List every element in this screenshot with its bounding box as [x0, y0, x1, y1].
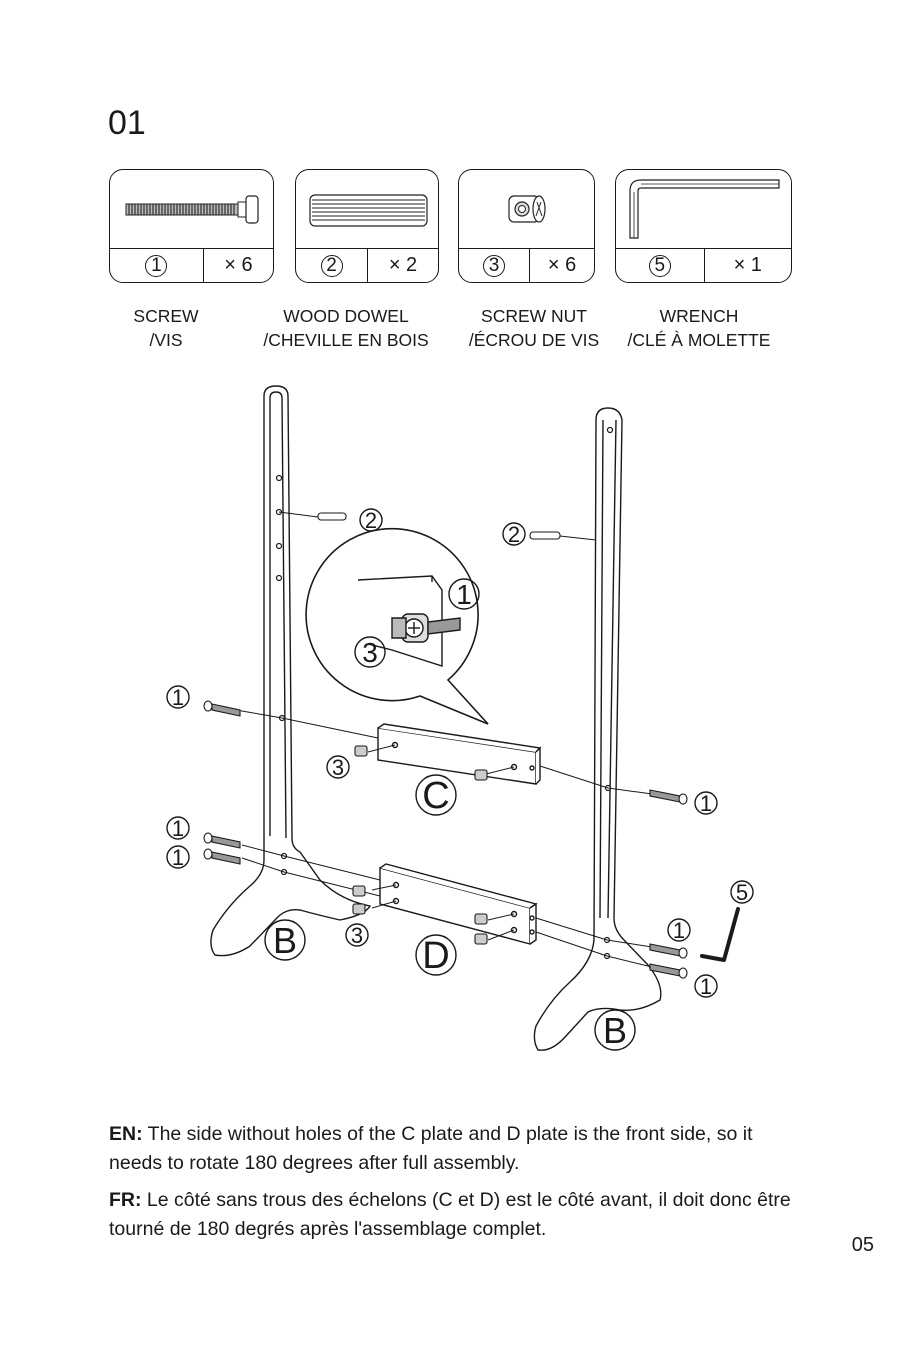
part-id-badge: 2: [320, 254, 343, 277]
panel-hole: [275, 542, 283, 550]
part-label-wood-dowel: WOOD DOWEL /CHEVILLE EN BOIS: [263, 304, 428, 352]
part-box-wrench: 5 × 1: [615, 169, 792, 283]
part-id-badge: 5: [648, 254, 671, 277]
panel-hole: [275, 474, 283, 482]
part-qty-row: 2 × 2: [296, 248, 438, 282]
left-side-panel: [210, 385, 372, 957]
part-name-fr: /CHEVILLE EN BOIS: [263, 330, 429, 350]
label-part-nut: 3: [351, 923, 363, 948]
part-qty-row: 1 × 6: [110, 248, 273, 282]
instruction-en-text: The side without holes of the C plate an…: [109, 1123, 753, 1174]
step-number: 01: [108, 104, 146, 142]
instruction-en-label: EN:: [109, 1123, 143, 1145]
part-name-fr: /CLÉ À MOLETTE: [627, 330, 771, 350]
label-part-nut: 3: [332, 755, 344, 780]
plate-c: [377, 723, 542, 785]
part-name-en: SCREW NUT: [481, 306, 587, 326]
part-name-en: WRENCH: [659, 306, 739, 326]
label-plate-c: C: [422, 775, 449, 817]
screw-part: [203, 700, 688, 979]
part-name-fr: /VIS: [149, 330, 183, 350]
instruction-en: EN: The side without holes of the C plat…: [109, 1120, 809, 1178]
instruction-fr-text: Le côté sans trous des échelons (C et D)…: [109, 1189, 791, 1240]
part-box-screw-nut: 3 × 6: [458, 169, 595, 283]
panel-hole: [606, 426, 614, 434]
wood-dowel-icon: [309, 194, 428, 227]
part-id-badge: 1: [145, 254, 168, 277]
label-part-dowel: 2: [508, 522, 520, 547]
part-qty-row: 3 × 6: [459, 248, 594, 282]
label-part-screw: 1: [172, 685, 184, 710]
instructions: EN: The side without holes of the C plat…: [109, 1120, 809, 1252]
label-detail-screw: 1: [456, 579, 472, 610]
label-detail-nut: 3: [362, 637, 378, 668]
part-label-screw-nut: SCREW NUT /ÉCROU DE VIS: [469, 304, 599, 352]
label-part-screw: 1: [700, 791, 712, 816]
part-name-fr: /ÉCROU DE VIS: [468, 330, 600, 350]
part-label-wrench: WRENCH /CLÉ À MOLETTE: [628, 304, 771, 352]
page-number: 05: [851, 1234, 874, 1256]
label-part-screw: 1: [700, 974, 712, 999]
label-side-b: B: [273, 920, 297, 961]
label-side-b: B: [603, 1010, 627, 1051]
label-plate-d: D: [422, 935, 449, 977]
right-side-panel: [533, 407, 662, 1051]
plate-d: [379, 863, 538, 945]
assembly-diagram: 2 2 1 1 1 1 1 1 3 3 5 1 3 C D B B: [166, 385, 754, 1051]
label-part-screw: 1: [172, 816, 184, 841]
part-quantity: × 6: [547, 254, 577, 276]
part-qty-row: 5 × 1: [616, 248, 791, 282]
part-name-en: WOOD DOWEL: [283, 306, 409, 326]
part-quantity: × 6: [224, 254, 253, 276]
detail-callout: [305, 527, 489, 725]
wood-dowel-part: [317, 512, 561, 540]
label-part-screw: 1: [172, 845, 184, 870]
wrench-icon: [629, 179, 780, 239]
part-box-screw: 1 × 6: [109, 169, 274, 283]
label-part-wrench: 5: [736, 880, 748, 905]
instruction-fr: FR: Le côté sans trous des échelons (C e…: [109, 1186, 809, 1244]
part-id-badge: 3: [483, 254, 506, 277]
part-label-screw: SCREW /VIS: [133, 304, 198, 352]
part-quantity: × 1: [733, 254, 762, 276]
wrench-part: [700, 907, 740, 962]
screw-nut-part: [352, 745, 488, 945]
part-quantity: × 2: [388, 254, 418, 276]
screw-nut-icon: [508, 195, 546, 223]
label-part-screw: 1: [673, 918, 685, 943]
part-box-wood-dowel: 2 × 2: [295, 169, 439, 283]
part-name-en: SCREW: [133, 306, 199, 326]
panel-hole: [275, 574, 283, 582]
label-part-dowel: 2: [365, 508, 377, 533]
screw-icon: [125, 195, 259, 224]
instruction-fr-label: FR:: [109, 1189, 142, 1211]
